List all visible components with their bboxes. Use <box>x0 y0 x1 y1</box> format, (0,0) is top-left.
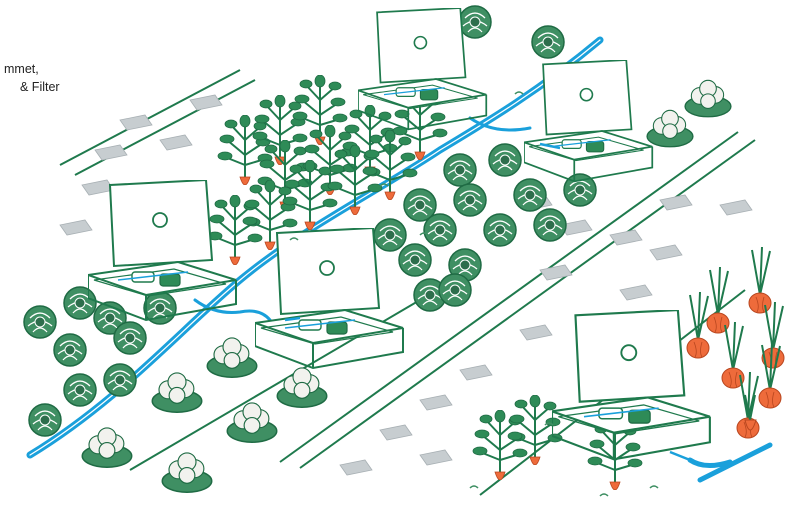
caption-line-3: & Filter <box>20 80 60 94</box>
carrot-icon <box>744 394 757 431</box>
soil-tuft-icon <box>289 91 659 497</box>
onion-icon <box>686 246 785 439</box>
caption-line-1: mmet, <box>4 62 39 76</box>
paver-stone-icon <box>59 94 753 476</box>
solenoid-valve-icon <box>284 142 691 462</box>
caption-text: mmet, & Filter <box>0 60 90 96</box>
irrigation-canal-icon <box>26 36 773 483</box>
